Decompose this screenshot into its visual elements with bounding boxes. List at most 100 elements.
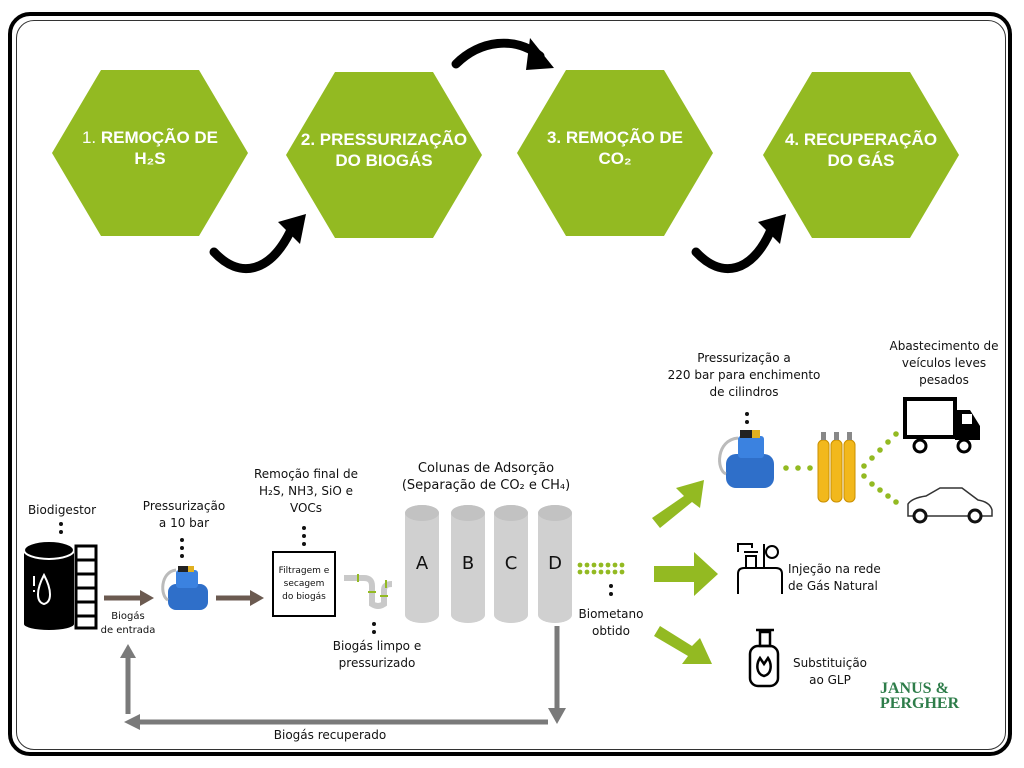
filter-box: Filtragem e secagem do biogás (272, 551, 336, 617)
green-dot (877, 447, 883, 453)
biomethane-line2: obtido (592, 624, 630, 638)
final-removal-line2: H₂S, NH3, SiO e (259, 484, 353, 498)
step-4-number: 4. (784, 130, 800, 149)
outer-frame (8, 12, 1012, 756)
filter-box-line2: secagem (283, 578, 325, 589)
curved-arrow-2-3 (451, 38, 554, 70)
clean-gas-line2: pressurizado (338, 656, 416, 670)
recovered-gas-label: Biogás recuperado (273, 728, 387, 742)
arrow-pump-to-filter (216, 590, 264, 606)
biodigestor-dots (59, 522, 63, 538)
column-d-label: D (548, 553, 562, 574)
green-dot (598, 569, 604, 575)
injection-label: Injeção na rede de Gás Natural (788, 561, 892, 595)
vehicles-line3: pesados (919, 373, 969, 387)
step-2-number: 2. (300, 130, 316, 149)
gas-network-icon (737, 543, 783, 594)
glp-line2: ao GLP (809, 673, 851, 687)
columns-title-line2: (Separação de CO₂ e CH₄) (401, 478, 571, 493)
vehicles-label: Abastecimento de veículos leves pesados (880, 338, 1008, 389)
recovery-loop-arrow (125, 626, 560, 725)
green-dot (577, 569, 583, 575)
biomethane-label: Biometano obtido (570, 606, 652, 640)
final-removal-dots (302, 526, 306, 550)
green-dot (869, 455, 875, 461)
pressurization-220-label: Pressurização a 220 bar para enchimento … (654, 350, 834, 401)
step-1-number: 1. (81, 128, 97, 147)
step-4-line2: DO GÁS (827, 151, 895, 170)
green-dot (877, 487, 883, 493)
columns-title-line1: Colunas de Adsorção (417, 461, 555, 476)
pump-220bar-icon (718, 430, 774, 488)
injection-line2: de Gás Natural (788, 579, 878, 593)
curved-arrow-3-4 (691, 214, 786, 273)
green-dot (591, 569, 597, 575)
step-3-line1: REMOÇÃO DE (565, 128, 684, 147)
green-dot (885, 439, 891, 445)
green-arrow-down (654, 626, 712, 664)
final-removal-line3: VOCs (289, 501, 323, 515)
green-dot (861, 473, 867, 479)
column-c-label: C (504, 553, 518, 574)
step-3-line2: CO₂ (598, 149, 632, 168)
green-dot (861, 463, 867, 469)
green-arrow-up (652, 480, 704, 528)
biodigestor-label: Biodigestor (27, 503, 97, 517)
biomethane-dots (577, 562, 625, 575)
column-b: B (451, 505, 485, 623)
columns-title: Colunas de Adsorção (Separação de CO₂ e … (386, 460, 586, 494)
curved-arrow-1-2 (209, 214, 306, 273)
column-d: D (538, 505, 572, 623)
injection-line1: Injeção na rede (788, 562, 881, 576)
final-removal-line1: Remoção final de (254, 467, 358, 481)
green-dot (893, 431, 899, 437)
janus-pergher-logo: JANUS & PERGHER (880, 680, 960, 712)
pump-10-dots (180, 538, 184, 562)
pressurization-220-line3: de cilindros (709, 385, 779, 399)
green-dot (619, 569, 625, 575)
green-dot (893, 499, 899, 505)
filter-box-line1: Filtragem e (278, 565, 330, 576)
truck-icon (903, 397, 980, 454)
green-dot (598, 562, 604, 568)
vehicles-line2: veículos leves (901, 356, 987, 370)
green-dot (612, 562, 618, 568)
cylinders-to-vehicles-dots (861, 431, 899, 505)
glp-line1: Substituição (792, 656, 868, 670)
step-2-line2: DO BIOGÁS (335, 151, 433, 170)
pressurization-220-line2: 220 bar para enchimento (667, 368, 821, 382)
green-dot (795, 465, 801, 471)
pressurization-10-line2: a 10 bar (158, 516, 210, 530)
arrow-biodigestor-to-pump (104, 590, 154, 606)
biomethane-label-dots (609, 584, 613, 600)
inlet-gas-label: Biogás de entrada (96, 610, 160, 638)
green-dot (591, 562, 597, 568)
inlet-gas-line2: de entrada (100, 625, 156, 636)
pump-220-dots (745, 412, 749, 428)
green-dot (605, 562, 611, 568)
green-dot (885, 493, 891, 499)
biodigestor-icon (23, 540, 98, 630)
recovery-arrow-up-head (120, 644, 136, 658)
step-1-line2: H₂S (134, 149, 166, 168)
clean-gas-line1: Biogás limpo e (332, 639, 422, 653)
step-2-line1: PRESSURIZAÇÃO (319, 130, 468, 149)
pump-to-cylinders-dots (783, 465, 813, 471)
green-dot (619, 562, 625, 568)
column-a: A (405, 505, 439, 623)
green-dot (807, 465, 813, 471)
pump-10bar-icon (161, 566, 208, 610)
recovery-arrow-down-head (548, 708, 566, 724)
logo-line2: PERGHER (880, 695, 960, 712)
filter-box-line3: do biogás (282, 591, 326, 602)
biomethane-line1: Biometano (578, 607, 644, 621)
clean-gas-label: Biogás limpo e pressurizado (322, 638, 432, 672)
pressurization-10-label: Pressurização a 10 bar (136, 498, 232, 532)
pipe-icon (344, 574, 393, 609)
final-removal-label: Remoção final de H₂S, NH3, SiO e VOCs (248, 466, 364, 517)
logo-line1: JANUS & (880, 680, 949, 697)
